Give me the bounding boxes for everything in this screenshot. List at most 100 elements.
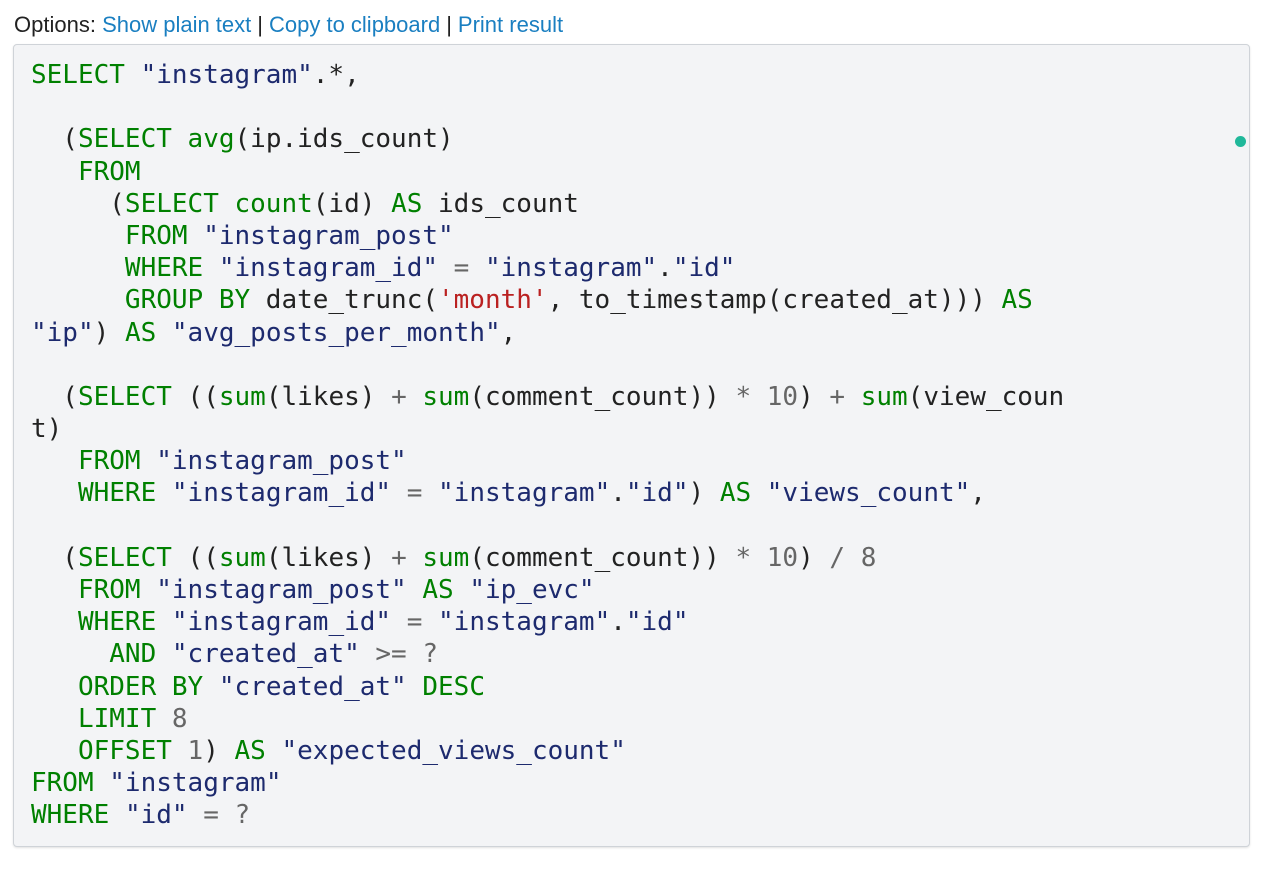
print-result-link[interactable]: Print result xyxy=(457,12,564,37)
sql-operator: * xyxy=(735,381,752,412)
sql-keyword: LIMIT xyxy=(77,703,157,734)
sql-operator: ? xyxy=(234,800,251,831)
sql-text xyxy=(407,672,423,702)
sql-text xyxy=(94,768,110,798)
options-separator: | xyxy=(446,12,452,37)
code-line: WHERE "instagram_id" = "instagram"."id" xyxy=(31,252,1064,284)
sql-text xyxy=(31,446,78,476)
sql-text xyxy=(219,800,235,830)
code-line: (SELECT ((sum(likes) + sum(comment_count… xyxy=(31,542,1064,574)
code-line: (SELECT ((sum(likes) + sum(comment_count… xyxy=(31,381,1064,413)
sql-identifier: "id" xyxy=(625,478,689,509)
sql-operator: = xyxy=(406,607,423,638)
sql-operator: = xyxy=(453,253,470,284)
sql-keyword: SELECT xyxy=(124,188,219,219)
sql-text: ) xyxy=(798,381,830,412)
sql-text: (( xyxy=(171,381,219,412)
status-dot-icon xyxy=(1235,136,1246,147)
sql-operator: = xyxy=(406,478,423,509)
sql-text xyxy=(751,478,767,508)
sql-text: ( xyxy=(31,124,78,155)
sql-text: , xyxy=(500,317,517,348)
sql-text xyxy=(203,672,219,702)
sql-code: SELECT "instagram".*, (SELECT avg(ip.ids… xyxy=(31,59,1064,832)
code-line: LIMIT 8 xyxy=(31,703,1064,735)
sql-text: t) xyxy=(31,414,63,445)
sql-keyword: ORDER BY xyxy=(77,671,204,702)
sql-text xyxy=(407,575,423,605)
sql-text xyxy=(845,382,861,412)
sql-text: ) xyxy=(93,317,125,348)
sql-keyword: AS xyxy=(1001,285,1033,316)
sql-text xyxy=(156,639,172,669)
code-line: OFFSET 1) AS "expected_views_count" xyxy=(31,735,1064,767)
sql-text: (view_coun xyxy=(907,381,1065,412)
sql-text: ids_count xyxy=(422,188,579,219)
code-line xyxy=(31,91,1064,123)
sql-identifier: "instagram_id" xyxy=(218,253,439,284)
sql-text: ) xyxy=(688,478,720,509)
sql-text xyxy=(156,478,172,508)
sql-keyword: SELECT xyxy=(77,124,172,155)
sql-identifier: "created_at" xyxy=(171,639,360,670)
code-line: WHERE "instagram_id" = "instagram"."id")… xyxy=(31,477,1064,509)
sql-identifier: "avg_posts_per_month" xyxy=(171,317,501,348)
sql-operator: = xyxy=(203,800,219,831)
sql-text xyxy=(203,253,219,283)
options-separator: | xyxy=(257,12,263,37)
sql-text xyxy=(407,543,423,573)
sql-identifier: "id" xyxy=(672,253,736,284)
sql-keyword: sum xyxy=(422,542,470,573)
sql-identifier: "id" xyxy=(625,607,689,638)
sql-text xyxy=(266,736,282,766)
sql-text xyxy=(469,253,485,283)
sql-text: (likes) xyxy=(265,542,392,573)
sql-code-block[interactable]: SELECT "instagram".*, (SELECT avg(ip.ids… xyxy=(13,44,1250,847)
sql-text xyxy=(31,253,125,283)
sql-identifier: "instagram_id" xyxy=(171,478,392,509)
sql-keyword: count xyxy=(234,188,313,219)
sql-identifier: "instagram_post" xyxy=(156,446,407,477)
code-line: WHERE "id" = ? xyxy=(31,799,1064,831)
sql-text xyxy=(31,221,125,251)
sql-text xyxy=(391,478,407,508)
sql-keyword: AS xyxy=(391,188,423,219)
options-bar: Options: Show plain text|Copy to clipboa… xyxy=(14,12,563,38)
sql-keyword: avg xyxy=(187,124,235,155)
code-line: "ip") AS "avg_posts_per_month", xyxy=(31,317,1064,349)
code-line xyxy=(31,349,1064,381)
sql-text: (id) xyxy=(312,188,392,219)
sql-text xyxy=(172,124,188,154)
code-line: FROM "instagram" xyxy=(31,767,1064,799)
sql-text xyxy=(172,736,188,766)
sql-text: .*, xyxy=(312,60,360,90)
sql-identifier: "instagram" xyxy=(438,607,611,638)
sql-keyword: AND xyxy=(109,639,157,670)
sql-text xyxy=(31,639,109,669)
sql-keyword: AS xyxy=(234,735,266,766)
sql-number: 1 xyxy=(187,735,204,766)
sql-text: (likes) xyxy=(265,381,392,412)
sql-text xyxy=(845,543,861,573)
copy-to-clipboard-link[interactable]: Copy to clipboard xyxy=(268,12,441,37)
show-plain-text-link[interactable]: Show plain text xyxy=(102,12,252,37)
sql-number: 8 xyxy=(860,542,877,573)
code-line xyxy=(31,510,1064,542)
sql-text xyxy=(31,575,78,605)
sql-identifier: "ip" xyxy=(31,317,94,348)
sql-text xyxy=(391,607,407,637)
sql-keyword: OFFSET xyxy=(77,735,172,766)
sql-keyword: SELECT xyxy=(31,60,125,90)
sql-text: ( xyxy=(31,188,125,219)
sql-text: ( xyxy=(31,542,78,573)
sql-text: ( xyxy=(31,381,78,412)
sql-keyword: AS xyxy=(719,478,752,509)
code-line: AND "created_at" >= ? xyxy=(31,638,1064,670)
sql-text xyxy=(407,382,423,412)
sql-keyword: AS xyxy=(422,575,454,605)
sql-operator: + xyxy=(391,381,407,412)
sql-identifier: "created_at" xyxy=(218,671,407,702)
sql-text xyxy=(751,382,767,412)
sql-text: (( xyxy=(171,542,219,573)
sql-keyword: SELECT xyxy=(77,542,172,573)
